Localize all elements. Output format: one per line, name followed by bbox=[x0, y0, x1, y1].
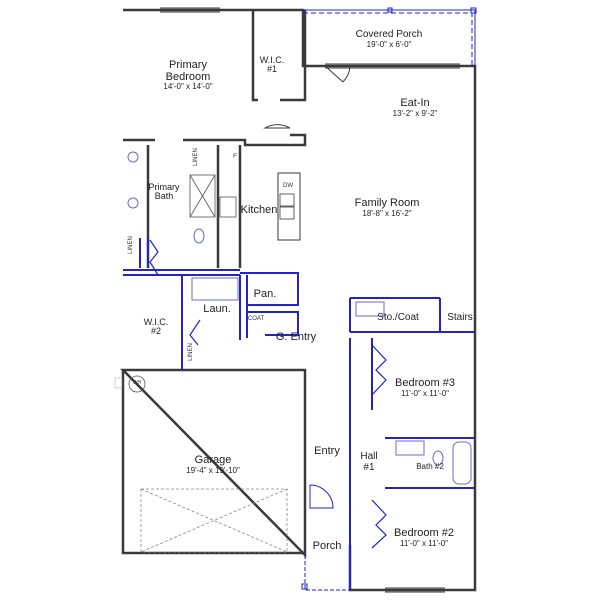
room-label-sto-coat: Sto./Coat bbox=[377, 312, 419, 323]
room-label-family-room: Family Room 18'-8" x 16'-2" bbox=[354, 197, 420, 218]
room-label-primary-bedroom: Primary Bedroom 14'-0" x 14'-0" bbox=[163, 59, 213, 92]
room-label-bedroom3: Bedroom #3 11'-0" x 11'-0" bbox=[395, 377, 455, 398]
room-label-kitchen: Kitchen bbox=[240, 204, 278, 216]
water-heater-label: WH bbox=[132, 380, 142, 386]
linen-label: LINEN bbox=[192, 148, 199, 166]
interior-wall bbox=[123, 133, 307, 147]
water-heater-icon bbox=[128, 375, 146, 393]
kitchen-wall bbox=[216, 145, 242, 268]
coat-label: COAT bbox=[247, 316, 265, 322]
room-label-bath2: Bath #2 bbox=[416, 462, 444, 471]
room-label-stairs: Stairs bbox=[447, 312, 473, 323]
room-label-pantry: Pan. bbox=[253, 288, 277, 300]
room-label-hall1: Hall #1 bbox=[360, 451, 378, 473]
room-label-bedroom2: Bedroom #2 11'-0" x 11'-0" bbox=[394, 527, 454, 548]
room-label-eat-in: Eat-In 13'-2" x 9'-2" bbox=[392, 97, 438, 118]
dishwasher-label: DW bbox=[283, 183, 293, 189]
fridge-label: F bbox=[233, 154, 237, 160]
room-label-laundry: Laun. bbox=[203, 303, 231, 315]
room-label-entry: Entry bbox=[314, 445, 340, 457]
room-label-porch: Porch bbox=[312, 540, 342, 552]
room-label-covered-porch: Covered Porch 19'-0" x 6'-0" bbox=[355, 29, 423, 49]
linen-label: LINEN bbox=[187, 343, 194, 361]
wic1-wall bbox=[251, 10, 307, 102]
room-label-g-entry: G. Entry bbox=[275, 331, 317, 343]
room-label-wic1: W.I.C. #1 bbox=[259, 55, 285, 75]
room-label-primary-bath: Primary Bath bbox=[148, 182, 180, 202]
garage-wall bbox=[121, 370, 305, 555]
room-label-wic2: W.I.C. #2 bbox=[143, 317, 169, 337]
room-label-garage: Garage 19'-4" x 19'-10" bbox=[186, 454, 240, 475]
linen-label: LINEN bbox=[127, 236, 134, 254]
